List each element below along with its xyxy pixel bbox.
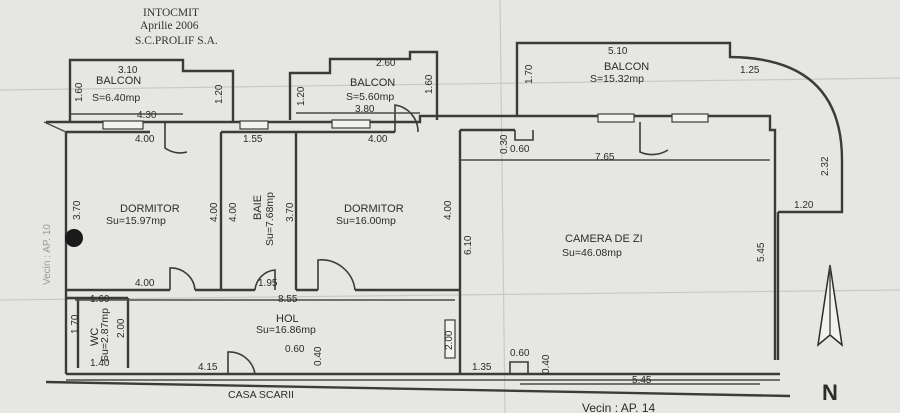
dim-label: 0.60	[510, 348, 530, 359]
header-date: Aprilie 2006	[140, 20, 199, 32]
header-company: INTOCMIT	[143, 7, 199, 19]
room-area-balcon-2: S=5.60mp	[346, 91, 394, 103]
dim-label: 4.30	[137, 110, 157, 121]
door-balcony-1	[164, 122, 188, 154]
balcony-2-outline	[288, 50, 439, 120]
door-baie	[254, 269, 276, 291]
dim-label: 3.70	[285, 202, 296, 222]
room-area-baie: Su=7.68mp	[264, 192, 276, 246]
dim-label: 1.55	[243, 134, 263, 145]
dim-label: 1.95	[258, 278, 278, 289]
dim-label: 1.20	[214, 84, 225, 104]
dim-label: 0.40	[541, 354, 552, 374]
dim-label: 5.45	[756, 242, 767, 262]
dim-label: 2.60	[376, 58, 396, 69]
room-name-hol: HOL	[276, 313, 299, 325]
balcony-1-outline	[68, 58, 235, 122]
neighbor-left-label: Vecin : AP. 10	[42, 224, 53, 285]
dim-label: 1.25	[740, 65, 760, 76]
dim-label: 5.10	[608, 46, 628, 57]
window	[102, 120, 144, 130]
door-dormitor-1	[169, 267, 196, 291]
room-name-baie: BAIE	[252, 195, 264, 220]
dim-label: 4.00	[228, 202, 239, 222]
north-label: N	[822, 380, 838, 405]
room-area-dormitor-1: Su=15.97mp	[106, 215, 166, 227]
dim-label: 4.00	[135, 278, 155, 289]
room-name-dormitor-1: DORMITOR	[120, 203, 180, 215]
paper-fold	[499, 0, 506, 413]
room-area-hol: Su=16.86mp	[256, 324, 316, 336]
room-name-camera: CAMERA DE ZI	[565, 233, 643, 245]
door-dormitor-2	[317, 259, 356, 291]
dim-label: 1.20	[296, 86, 307, 106]
window	[239, 120, 269, 130]
wall-join	[43, 121, 67, 133]
dim-label: 0.40	[313, 346, 324, 366]
room-name-balcon-1: BALCON	[96, 75, 141, 87]
dim-label: 4.00	[135, 134, 155, 145]
dim-label: 7.65	[595, 152, 615, 163]
dim-label: 4.00	[368, 134, 388, 145]
dim-label: 4.00	[443, 200, 454, 220]
dim-label: 6.10	[463, 235, 474, 255]
niche-top	[514, 130, 534, 141]
paper-fold	[0, 77, 900, 91]
dim-label: 2.00	[444, 330, 455, 350]
room-name-balcon-2: BALCON	[350, 77, 395, 89]
door-balcony-3	[639, 122, 669, 156]
room-name-balcon-3: BALCON	[604, 61, 649, 73]
room-area-balcon-3: S=15.32mp	[590, 73, 644, 85]
door-entrance	[227, 351, 256, 375]
dim-label: 1.35	[472, 362, 492, 373]
marker-dot	[65, 229, 83, 247]
room-area-wc: Su=2.87mp	[99, 308, 111, 362]
corridor-line	[45, 380, 791, 398]
niche	[509, 361, 529, 374]
dim-label: 1.60	[90, 294, 110, 305]
dim-label: 1.60	[424, 74, 435, 94]
room-name-wc: WC	[89, 328, 101, 346]
dim-label: 3.10	[118, 65, 138, 76]
dim-label: 2.32	[820, 156, 831, 176]
dim-label: 0.30	[499, 134, 510, 154]
window	[444, 319, 456, 359]
dim-label: 1.70	[70, 314, 81, 334]
stairs-label: CASA SCARII	[228, 389, 294, 401]
window	[597, 113, 635, 123]
room-area-camera: Su=46.08mp	[562, 247, 622, 259]
room-area-balcon-1: S=6.40mp	[92, 92, 140, 104]
window	[671, 113, 709, 123]
dim-label: 5.45	[632, 375, 652, 386]
room-area-dormitor-2: Su=16.00mp	[336, 215, 396, 227]
dim-label: 3.80	[355, 104, 375, 115]
paper-fold	[0, 289, 900, 301]
dim-label: 1.60	[74, 82, 85, 102]
dim-label: 4.15	[198, 362, 218, 373]
dim-label: 0.60	[510, 144, 530, 155]
dim-label: 2.00	[116, 318, 127, 338]
dim-label: 1.40	[90, 358, 110, 369]
dim-label: 1.70	[524, 64, 535, 84]
dim-label: 3.70	[72, 200, 83, 220]
dim-label: 8.55	[278, 294, 298, 305]
room-name-dormitor-2: DORMITOR	[344, 203, 404, 215]
dim-label: 1.20	[794, 200, 814, 211]
window	[331, 119, 371, 129]
dim-label: 4.00	[209, 202, 220, 222]
header-firm: S.C.PROLIF S.A.	[135, 35, 218, 47]
dim-label: 0.60	[285, 344, 305, 355]
neighbor-bottom-label: Vecin : AP. 14	[582, 401, 655, 413]
balcony-3-outline	[515, 41, 844, 214]
exterior-wall-top	[46, 114, 777, 360]
